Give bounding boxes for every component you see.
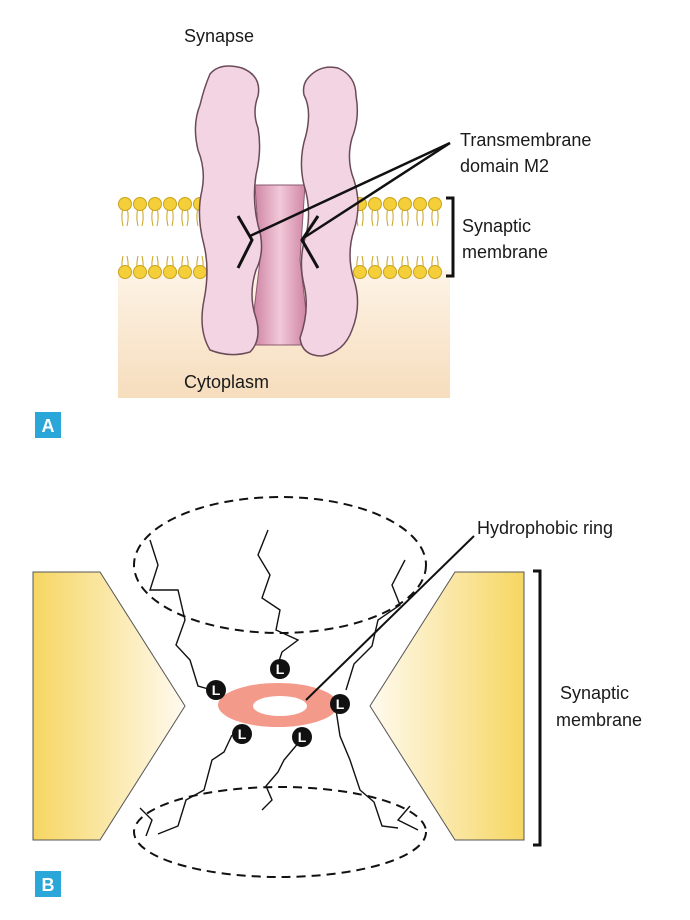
svg-text:L: L <box>238 726 247 742</box>
label-synapse: Synapse <box>184 26 254 46</box>
lipid-bilayer-left <box>118 197 207 279</box>
label-membrane-b: membrane <box>556 710 642 730</box>
panel-badge-a <box>35 412 61 438</box>
leucine-residue-5: L <box>292 727 312 747</box>
panel-a: Synapse Cytoplasm Transmembrane domain M… <box>35 26 591 438</box>
panel-b: L L L L L Hydrophobic ring Synaptic memb… <box>32 496 642 897</box>
membrane-block-left <box>32 571 186 841</box>
pore-outline-bottom <box>133 786 427 878</box>
label-domain-m2: domain M2 <box>460 156 549 176</box>
leucine-residue-3: L <box>330 694 350 714</box>
label-synaptic-a: Synaptic <box>462 216 531 236</box>
panel-badge-a-text: A <box>42 416 55 436</box>
hydrophobic-ring-hole <box>253 696 307 716</box>
m2-helices <box>139 529 419 837</box>
helix-back-center <box>257 529 300 671</box>
helix-front-left <box>157 734 233 835</box>
label-cytoplasm: Cytoplasm <box>184 372 269 392</box>
m2-helix-right <box>300 215 320 269</box>
callout-line-m2-right <box>304 141 451 239</box>
membrane-bracket-b <box>533 569 542 847</box>
leucine-residue-2: L <box>206 680 226 700</box>
svg-text:L: L <box>298 729 307 745</box>
svg-text:L: L <box>336 696 345 712</box>
callout-line-ring <box>305 535 475 701</box>
helix-front-far-left <box>139 807 153 837</box>
label-transmembrane: Transmembrane <box>460 130 591 150</box>
m2-helix-left <box>236 215 254 269</box>
helix-front-center <box>261 740 301 811</box>
svg-text:L: L <box>212 682 221 698</box>
helix-back-left <box>149 539 213 691</box>
leucine-residue-1: L <box>270 659 290 679</box>
callout-line-m2-left <box>249 141 451 238</box>
membrane-block-right <box>369 571 525 841</box>
helix-front-right <box>335 709 399 829</box>
leucine-residue-4: L <box>232 724 252 744</box>
lipid-bilayer-right <box>353 197 442 279</box>
label-membrane-a: membrane <box>462 242 548 262</box>
label-synaptic-b: Synaptic <box>560 683 629 703</box>
panel-badge-b-text: B <box>42 875 55 895</box>
pore-outline-top <box>133 496 427 634</box>
panel-badge-b <box>35 871 61 897</box>
helix-front-far-right <box>396 805 419 831</box>
receptor-subunit-right <box>299 66 359 357</box>
label-hydrophobic-ring: Hydrophobic ring <box>477 518 613 538</box>
helix-back-right <box>345 559 406 691</box>
receptor-subunit-left <box>194 65 263 356</box>
svg-text:L: L <box>276 661 285 677</box>
membrane-bracket-a <box>446 196 455 278</box>
